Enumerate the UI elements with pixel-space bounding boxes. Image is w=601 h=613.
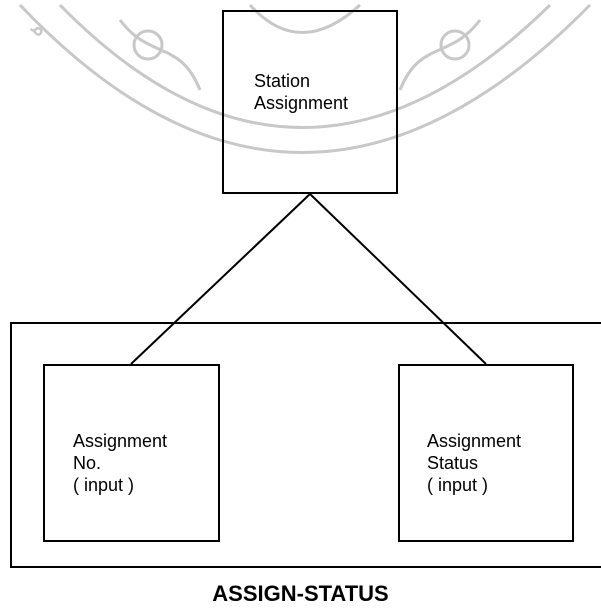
assignment-status-label-line-3: ( input ) xyxy=(427,475,489,495)
assignment-status-label: Assignment Status ( input ) xyxy=(427,430,521,496)
assignment-no-box: Assignment No. ( input ) xyxy=(43,364,220,542)
station-assignment-label: Station Assignment xyxy=(254,70,348,114)
station-assignment-label-line-1: Station xyxy=(254,71,311,91)
connector-line-left xyxy=(130,193,311,365)
station-assignment-label-line-2: Assignment xyxy=(254,93,349,113)
assignment-status-label-line-2: Status xyxy=(427,453,479,473)
connector-line-right xyxy=(309,193,487,365)
assignment-no-label-line-2: No. xyxy=(73,453,102,473)
diagram-caption: ASSIGN-STATUS xyxy=(212,581,389,606)
assign-status-frame xyxy=(10,322,601,568)
university-seal-watermark: ﻣ xyxy=(18,3,592,154)
station-assignment-box: Station Assignment xyxy=(222,10,398,194)
assignment-no-label-line-3: ( input ) xyxy=(73,475,135,495)
assignment-status-label-line-1: Assignment xyxy=(427,431,522,451)
assignment-no-label-line-1: Assignment xyxy=(73,431,168,451)
assignment-status-box: Assignment Status ( input ) xyxy=(398,364,574,542)
assignment-no-label: Assignment No. ( input ) xyxy=(73,430,167,496)
